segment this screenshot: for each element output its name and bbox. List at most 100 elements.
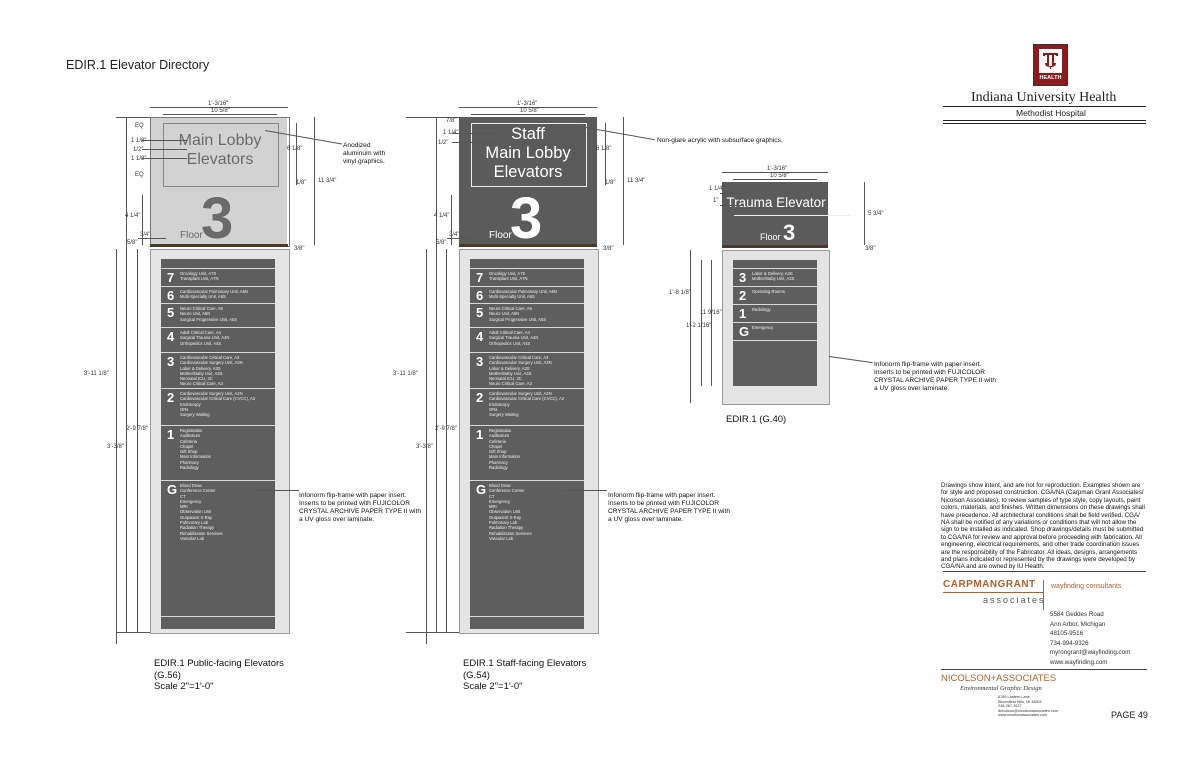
- destination-line: Main Information: [180, 454, 212, 460]
- title-rule: [943, 120, 1146, 121]
- page-number: PAGE 49: [1111, 710, 1148, 720]
- destination-line: Vascular Lab: [180, 535, 205, 541]
- destination-line: Pulmonary Lab: [489, 520, 518, 526]
- destination-line: Mother/Baby Unit, A3S: [489, 370, 532, 376]
- dim-line: [447, 238, 475, 239]
- public-floor-number: 3: [201, 186, 234, 251]
- destination-line: Oncology Unit, A7S: [180, 271, 217, 276]
- callout-line: Inserts to be printed with FUJICOLOR: [299, 500, 411, 507]
- dim-3-8: 3/8": [294, 246, 305, 252]
- trauma-floor-number: 3: [783, 220, 796, 245]
- dim-line: [142, 140, 187, 141]
- dim-line: [452, 142, 497, 143]
- floor-number: 3: [739, 270, 747, 285]
- dim-line: [406, 117, 459, 118]
- dim-1-1-4: 1 1/4": [709, 186, 725, 192]
- title-rule: [943, 123, 1146, 124]
- dim-1-2: 1/2": [133, 147, 144, 153]
- destination-line: Cafeteria: [180, 438, 197, 444]
- trauma-floor-label: Floor: [760, 232, 781, 242]
- staff-floor-label: Floor: [489, 230, 512, 241]
- destination-line: Transplant Unit, A7N: [489, 276, 528, 282]
- address-line: 734-994-9326: [1050, 639, 1089, 647]
- trauma-sign-header: [722, 182, 828, 245]
- dim-line: [864, 182, 865, 245]
- dim-1-2: 1/2": [438, 140, 449, 146]
- title-rule: [943, 106, 1146, 107]
- destination-line: Multi-Specialty Unit, A6S: [180, 294, 226, 300]
- destination-line: Cardiovascular Surgery Unit, A3N: [489, 360, 552, 366]
- destination-line: Neuro Critical Care, A5: [180, 306, 223, 311]
- public-header-base-bar: [150, 244, 288, 247]
- dim-line: [711, 260, 712, 386]
- address-line: www.wayfinding.com: [1050, 658, 1108, 666]
- trauma-header-text: Trauma Elevator: [726, 195, 826, 210]
- nicolson-address: 6785 Lantern Lane Bloomfield Hills, MI 4…: [998, 695, 1058, 718]
- destination-line: Pulmonary Lab: [180, 520, 209, 526]
- destination-line: Transplant Unit, A7N: [180, 276, 219, 282]
- caption-line: EDIR.1 Public-facing Elevators: [154, 658, 284, 669]
- callout-line: CRYSTAL ARCHIVE PAPER TYPE II with: [874, 377, 997, 384]
- destination-line: Cardiovascular Critical Care, A3: [489, 355, 549, 360]
- destination-line: Cardiovascular Surgery Unit, A2N: [180, 391, 243, 396]
- dim-panel-height: 3'-3/8": [107, 444, 124, 450]
- dim-11-3-4: 11 3/4": [318, 178, 337, 184]
- dim-line: [116, 632, 150, 633]
- dim-line: [163, 114, 277, 115]
- destination-line: Emergency: [752, 325, 774, 330]
- dim-line: [314, 117, 315, 245]
- cga-address: 5584 Geddes Road Ann Arbor, Michigan 481…: [1050, 610, 1130, 668]
- dim-1: 1": [713, 198, 719, 204]
- dim-line: [406, 632, 459, 633]
- destination-line: Conference Center: [180, 488, 216, 494]
- callout-leader: [828, 356, 873, 364]
- destination-line: Auditorium: [489, 433, 510, 439]
- destination-line: Radiology: [752, 307, 771, 312]
- dim-width-inner: 10 5/8": [770, 173, 789, 179]
- callout-line: Infonorm flip-frame with paper insert.: [299, 492, 407, 499]
- dim-line: [701, 260, 702, 386]
- destination-line: Surgical Trauma Unit, A4N: [180, 335, 230, 341]
- destination-line: ORs: [180, 406, 189, 412]
- destination-line: MRI: [489, 504, 497, 510]
- destination-line: Outpatient X-Ray: [489, 514, 522, 520]
- public-floor-label: Floor: [180, 230, 203, 241]
- dim-line: [733, 179, 817, 180]
- floor-number: G: [739, 324, 750, 339]
- address-line: 6785 Lantern Lane: [998, 695, 1030, 699]
- dim-width-inner: 10 5/8": [520, 108, 539, 114]
- destination-line: Surgical Progressive Unit, A5S: [489, 316, 547, 322]
- floor-number: 4: [167, 329, 175, 344]
- destination-line: Neuro Unit, A5N: [180, 311, 211, 317]
- destination-line: Neuro Unit, A5N: [489, 311, 520, 317]
- destination-line: Blood Draw: [489, 483, 511, 488]
- destination-line: Surgical Progressive Unit, A5S: [180, 316, 238, 322]
- dim-1-8: 1/8": [296, 180, 307, 186]
- caption-line: (G.54): [463, 669, 490, 681]
- destination-line: Cardiovascular Critical Care, A3: [180, 355, 240, 360]
- floor-number: G: [476, 482, 487, 497]
- logo-text: HEALTH: [1039, 75, 1062, 81]
- destination-line: Radiology: [180, 465, 199, 471]
- dim-3-4: 3/4": [140, 232, 151, 238]
- destination-line: Rehabilitation Services: [180, 530, 223, 536]
- dim-4-1-4: 4 1/4": [434, 213, 450, 219]
- callout-line: Inserts to be printed with FUJICOLOR: [874, 369, 986, 376]
- dim-line: [452, 133, 497, 134]
- destination-line: Orthopedics Unit, A4S: [180, 340, 222, 346]
- floor-number: 3: [476, 354, 484, 369]
- floor-number: 4: [476, 329, 484, 344]
- dim-7-8: 7/8": [446, 118, 457, 124]
